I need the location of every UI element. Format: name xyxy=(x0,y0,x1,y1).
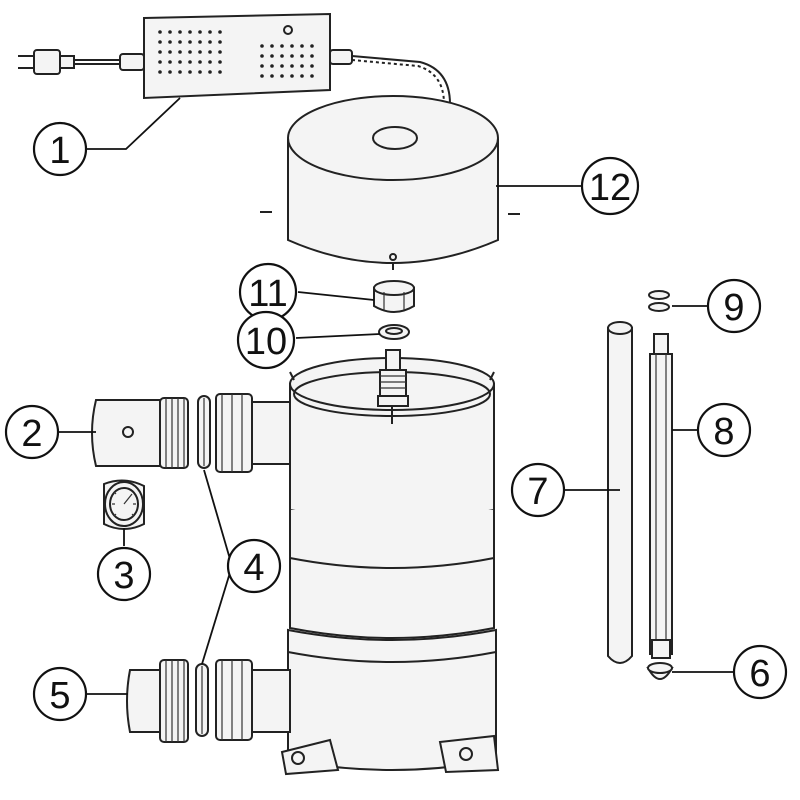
callout-label: 3 xyxy=(113,555,134,597)
callout-5: 5 xyxy=(32,666,88,722)
callout-2: 2 xyxy=(4,404,60,460)
lamp-o-rings xyxy=(648,290,670,312)
gland-nut xyxy=(373,280,415,313)
o-ring-upper xyxy=(197,395,211,469)
pressure-gauge xyxy=(103,479,145,530)
callout-label: 2 xyxy=(21,413,42,455)
callout-label: 1 xyxy=(49,130,70,172)
callout-3: 3 xyxy=(96,546,152,602)
callout-label: 8 xyxy=(713,411,734,453)
callout-6: 6 xyxy=(732,644,788,700)
power-adapter xyxy=(18,12,451,105)
callout-7: 7 xyxy=(510,462,566,518)
callout-10: 10 xyxy=(236,310,296,370)
callout-label: 11 xyxy=(248,273,287,315)
callout-label: 7 xyxy=(527,471,548,513)
indicator-led-icon xyxy=(283,25,293,35)
vent-holes-right xyxy=(260,44,314,78)
callout-8: 8 xyxy=(696,402,752,458)
callout-12: 12 xyxy=(580,156,640,216)
vent-holes-left xyxy=(158,30,222,74)
lamp-end-cap xyxy=(646,662,674,680)
seal-washer xyxy=(378,324,410,340)
inlet-fitting xyxy=(126,659,189,743)
leader-lines xyxy=(58,97,734,695)
power-plug-icon xyxy=(18,49,75,75)
callout-label: 9 xyxy=(723,287,744,329)
outlet-fitting xyxy=(91,397,189,469)
o-ring-lower xyxy=(195,663,209,737)
callout-label: 4 xyxy=(243,547,264,589)
uv-lamp xyxy=(649,333,673,659)
callout-label: 5 xyxy=(49,675,70,717)
callout-label: 6 xyxy=(749,653,770,695)
main-housing xyxy=(215,349,500,776)
callout-1: 1 xyxy=(32,121,88,177)
callout-4: 4 xyxy=(226,538,282,594)
top-cap xyxy=(260,95,520,270)
callout-label: 12 xyxy=(589,167,631,209)
quartz-sleeve xyxy=(607,321,633,664)
callout-9: 9 xyxy=(706,278,762,334)
callout-label: 10 xyxy=(245,321,287,363)
callout-11: 11 xyxy=(238,262,298,322)
